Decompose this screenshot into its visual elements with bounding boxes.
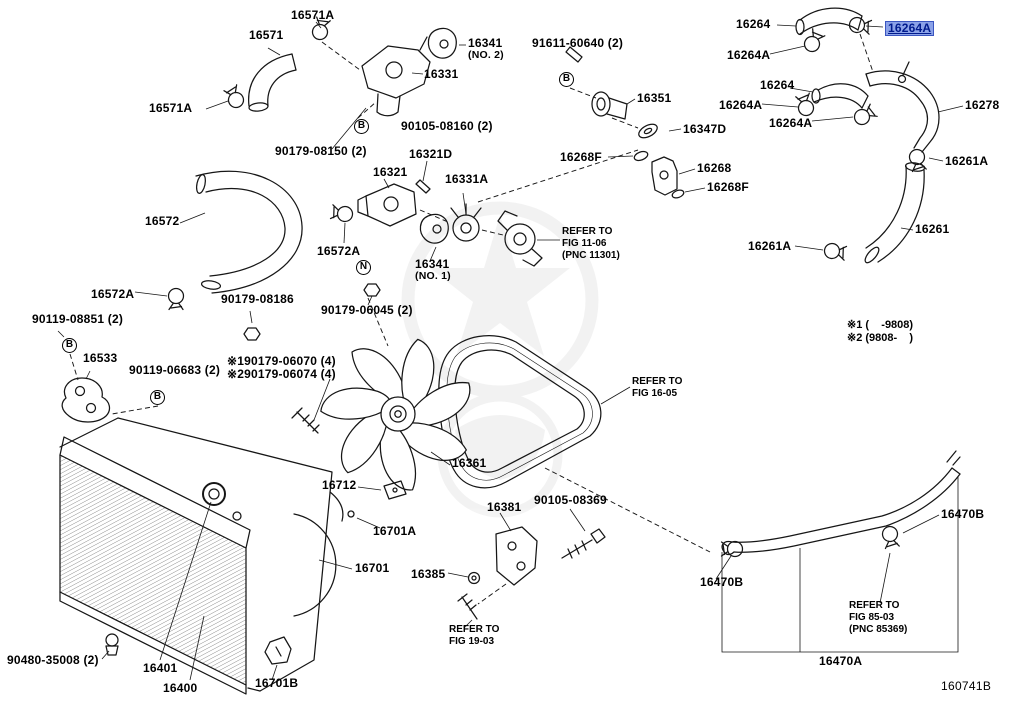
- part-label[interactable]: 90179-08150 (2): [275, 144, 367, 158]
- connector-marker-b: B: [354, 119, 369, 134]
- availability-footnote: ※2 (9808- ): [847, 332, 914, 344]
- part-label-sub: (NO. 1): [415, 269, 451, 282]
- part-label[interactable]: 16321: [373, 165, 408, 179]
- refer-note: REFER TO FIG 11-06 (PNC 11301): [562, 226, 620, 261]
- part-label[interactable]: 16701A: [373, 524, 417, 538]
- part-label[interactable]: 16572A: [317, 244, 361, 258]
- part-label[interactable]: 16470A: [819, 654, 863, 668]
- part-label[interactable]: 16341(NO. 1): [415, 257, 451, 282]
- part-label[interactable]: 16268F: [560, 150, 602, 164]
- part-label[interactable]: 16268F: [707, 180, 749, 194]
- part-label[interactable]: 16268: [697, 161, 732, 175]
- part-label[interactable]: 16400: [163, 681, 198, 695]
- connector-marker-b: B: [559, 72, 574, 87]
- part-label[interactable]: 16264: [736, 17, 771, 31]
- part-label[interactable]: 90105-08160 (2): [401, 119, 493, 133]
- connector-marker-b: B: [62, 338, 77, 353]
- refer-note: REFER TO FIG 85-03 (PNC 85369): [849, 600, 908, 635]
- part-label[interactable]: 16264A: [719, 98, 763, 112]
- part-label[interactable]: 16261: [915, 222, 950, 236]
- part-label[interactable]: 16331A: [445, 172, 489, 186]
- part-label[interactable]: 16261A: [945, 154, 989, 168]
- availability-footnote: ※1 ( -9808): [847, 319, 914, 331]
- part-label[interactable]: 16341(NO. 2): [468, 36, 504, 61]
- part-label[interactable]: 16361: [452, 456, 487, 470]
- part-label[interactable]: 90179-08186: [221, 292, 294, 306]
- part-label[interactable]: 16712: [322, 478, 357, 492]
- part-label[interactable]: 16470B: [700, 575, 744, 589]
- part-label[interactable]: ※190179-06070 (4): [227, 354, 336, 368]
- part-label[interactable]: 16571: [249, 28, 284, 42]
- connector-marker-n: N: [356, 260, 371, 275]
- part-label[interactable]: 16261A: [748, 239, 792, 253]
- part-label[interactable]: ※290179-06074 (4): [227, 367, 336, 381]
- part-label[interactable]: 16264A: [769, 116, 813, 130]
- part-label[interactable]: 16470B: [941, 507, 985, 521]
- part-label-sub: (NO. 2): [468, 48, 504, 61]
- refer-note: REFER TO FIG 19-03: [449, 624, 500, 647]
- part-label-highlighted[interactable]: 16264A: [885, 21, 935, 36]
- part-label[interactable]: 90480-35008 (2): [7, 653, 99, 667]
- diagram-id: 160741B: [941, 679, 992, 693]
- part-label[interactable]: 16571A: [291, 8, 335, 22]
- watermark-emblem: [401, 201, 599, 518]
- part-label[interactable]: 16381: [487, 500, 522, 514]
- part-label[interactable]: 16347D: [683, 122, 727, 136]
- part-label[interactable]: 90119-06683 (2): [129, 363, 221, 377]
- part-label[interactable]: 90179-06045 (2): [321, 303, 413, 317]
- part-label[interactable]: 16533: [83, 351, 118, 365]
- part-label[interactable]: 16264: [760, 78, 795, 92]
- part-label[interactable]: 16278: [965, 98, 1000, 112]
- part-label[interactable]: 90119-08851 (2): [32, 312, 124, 326]
- part-label[interactable]: 16572A: [91, 287, 135, 301]
- part-label[interactable]: 16321D: [409, 147, 453, 161]
- part-label[interactable]: 16264A: [727, 48, 771, 62]
- part-label[interactable]: 16385: [411, 567, 446, 581]
- connector-marker-b: B: [150, 390, 165, 405]
- part-label[interactable]: 16572: [145, 214, 180, 228]
- part-label[interactable]: 16701: [355, 561, 390, 575]
- part-label[interactable]: 16701B: [255, 676, 299, 690]
- part-label[interactable]: 16331: [424, 67, 459, 81]
- part-label[interactable]: 16401: [143, 661, 178, 675]
- refer-note: REFER TO FIG 16-05: [632, 376, 683, 399]
- part-label[interactable]: 90105-08369: [534, 493, 607, 507]
- part-label[interactable]: 91611-60640 (2): [532, 36, 624, 50]
- part-label[interactable]: 16571A: [149, 101, 193, 115]
- part-label[interactable]: 16351: [637, 91, 672, 105]
